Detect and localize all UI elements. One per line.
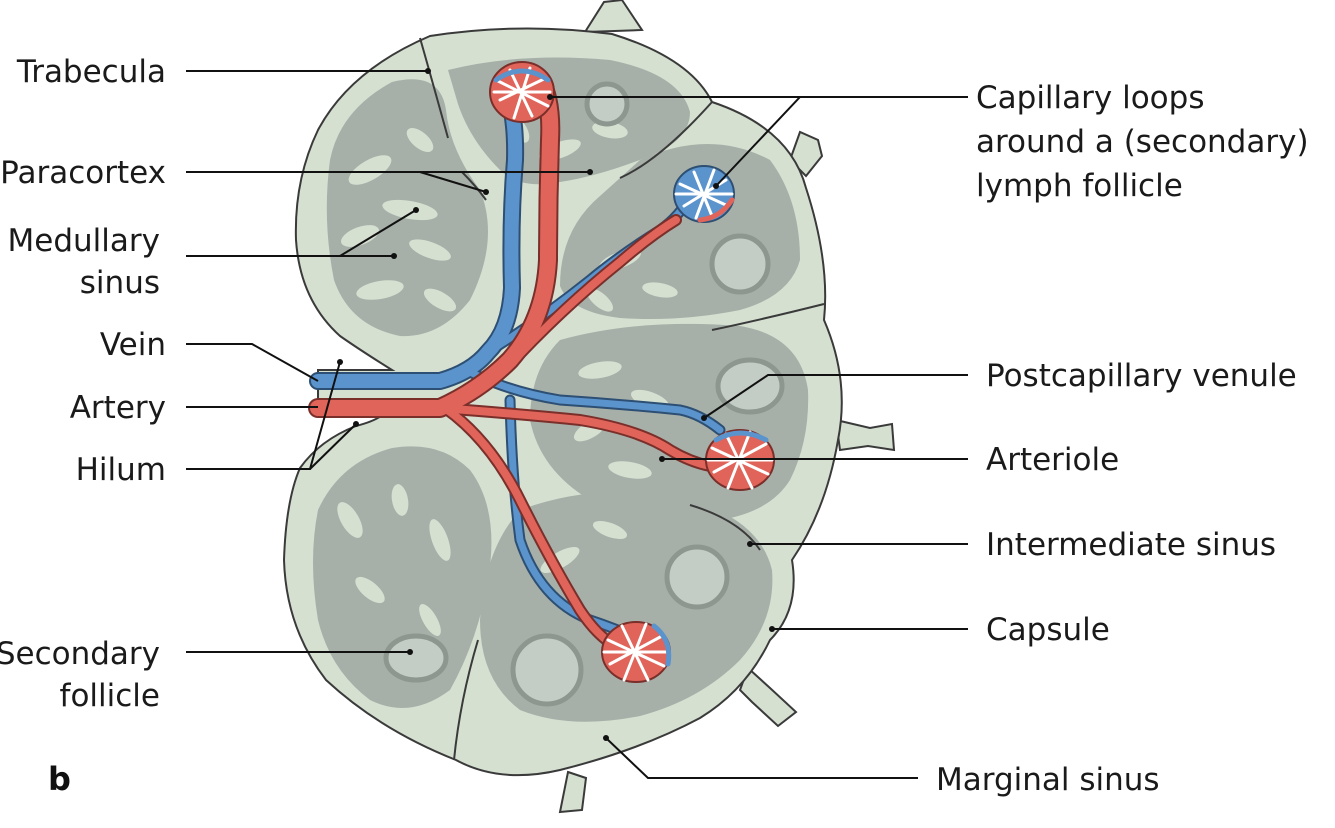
leader-postcapillary-venule <box>703 374 968 419</box>
leader-paracortex-2 <box>419 171 487 193</box>
leader-vein <box>186 343 319 382</box>
label-capillary-loops-line3: lymph follicle <box>976 168 1183 204</box>
arteries-fill <box>310 72 714 652</box>
leader-medullary-sinus-2 <box>339 209 417 257</box>
leader-marginal-sinus <box>605 737 918 779</box>
label-medullary-sinus-line1: Medullary <box>8 223 160 259</box>
label-secondary-follicle-line2: follicle <box>60 678 160 714</box>
capillary-loop-upper-right <box>673 165 735 223</box>
label-capillary-loops-line1: Capillary loops <box>976 80 1204 116</box>
leader-lines <box>186 68 968 779</box>
capillary-loop-bottom <box>601 621 672 683</box>
label-hilum: Hilum <box>76 452 166 488</box>
label-intermediate-sinus: Intermediate sinus <box>986 527 1276 563</box>
panel-letter: b <box>48 760 71 798</box>
label-capillary-loops-line2: around a (secondary) <box>976 124 1309 160</box>
label-trabecula: Trabecula <box>16 54 166 90</box>
trabeculae <box>419 37 825 761</box>
label-paracortex: Paracortex <box>0 155 166 191</box>
label-medullary-sinus-line2: sinus <box>80 265 160 301</box>
label-artery: Artery <box>70 390 166 426</box>
left-labels: Trabecula Paracortex Medullary sinus Vei… <box>0 54 166 714</box>
capsule-projections <box>558 0 896 814</box>
label-secondary-follicle-line1: Secondary <box>0 636 160 672</box>
label-marginal-sinus: Marginal sinus <box>936 762 1160 798</box>
label-capsule: Capsule <box>986 612 1110 648</box>
leader-hilum-2 <box>309 423 357 470</box>
capillary-loop-top <box>489 61 555 123</box>
blood-vessels <box>308 61 775 683</box>
label-vein: Vein <box>100 327 166 363</box>
right-labels: Capillary loops around a (secondary) lym… <box>936 80 1309 798</box>
label-arteriole: Arteriole <box>986 442 1119 478</box>
label-postcapillary-venule: Postcapillary venule <box>986 358 1297 394</box>
